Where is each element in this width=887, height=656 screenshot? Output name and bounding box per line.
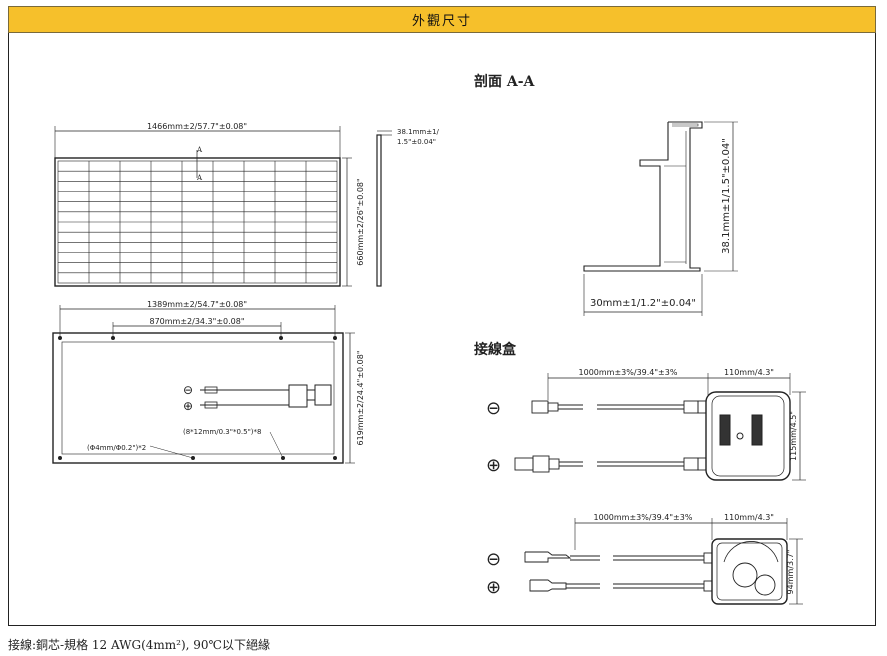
back-view bbox=[52, 305, 355, 464]
section-header: 外觀尺寸 bbox=[8, 6, 876, 33]
back-minus-icon: ⊖ bbox=[183, 383, 193, 397]
front-height-dim: 660mm±2/26"±0.08" bbox=[356, 178, 365, 265]
back-outer-dim: 1389mm±2/54.7"±0.08" bbox=[147, 300, 247, 309]
back-height-dim: 619mm±2/24.4"±0.08" bbox=[356, 350, 365, 445]
drawing-frame bbox=[8, 33, 876, 626]
jb2-plus-icon: ⊕ bbox=[486, 577, 501, 598]
back-plus-icon: ⊕ bbox=[183, 399, 193, 413]
cable-length-dim-2: 1000mm±3%/39.4"±3% bbox=[594, 513, 693, 522]
footnote: 接線:銅芯-規格 12 AWG(4mm²), 90℃以下絕緣 bbox=[8, 638, 270, 652]
section-mark-bottom: A bbox=[196, 174, 203, 182]
jb-plus-icon: ⊕ bbox=[486, 455, 501, 476]
junction-box-title: 接線盒 bbox=[474, 341, 517, 358]
junction-box-side bbox=[524, 518, 803, 605]
header-title: 外觀尺寸 bbox=[411, 14, 472, 29]
box-height-dim: 115mm/4.5" bbox=[789, 411, 798, 461]
front-width-dim: 1466mm±2/57.7"±0.08" bbox=[147, 122, 247, 131]
back-inner-dim: 870mm±2/34.3"±0.08" bbox=[149, 317, 244, 326]
section-height-dim: 38.1mm±1/1.5"±0.04" bbox=[721, 138, 732, 254]
section-title: 剖面 A-A bbox=[474, 73, 536, 90]
box2-height-dim: 94mm/3.7" bbox=[786, 550, 795, 595]
jb-minus-icon: ⊖ bbox=[486, 398, 501, 419]
thickness-dim-line1: 38.1mm±1/ bbox=[397, 128, 440, 136]
front-view bbox=[54, 126, 392, 287]
section-profile bbox=[583, 121, 738, 316]
cable-length-dim: 1000mm±3%/39.4"±3% bbox=[579, 368, 678, 377]
section-mark-top: A bbox=[196, 146, 203, 154]
box-width-dim: 110mm/4.3" bbox=[724, 368, 774, 377]
section-width-dim: 30mm±1/1.2"±0.04" bbox=[590, 298, 696, 309]
slot-note: (8*12mm/0.3"*0.5")*8 bbox=[183, 428, 261, 436]
junction-box-top bbox=[514, 373, 806, 481]
box2-width-dim: 110mm/4.3" bbox=[724, 513, 774, 522]
hole-note: (Φ4mm/Φ0.2")*2 bbox=[87, 444, 146, 452]
thickness-dim-line2: 1.5"±0.04" bbox=[397, 138, 436, 146]
jb2-minus-icon: ⊖ bbox=[486, 549, 501, 570]
